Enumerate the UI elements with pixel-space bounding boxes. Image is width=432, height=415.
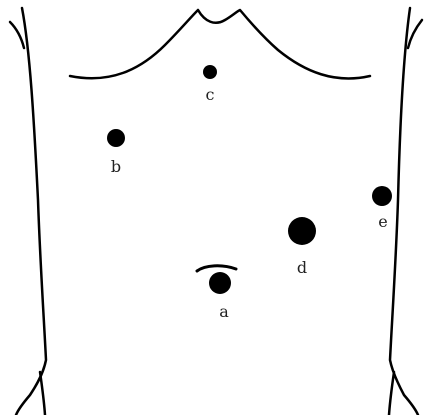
port-e-label: e: [378, 212, 387, 231]
port-d-marker: [288, 217, 316, 245]
right-shoulder-line: [408, 20, 422, 48]
left-hip-line: [40, 372, 45, 415]
right-flank-line: [390, 8, 418, 415]
port-b-label: b: [111, 157, 121, 176]
left-flank-line: [16, 8, 46, 415]
port-b-marker: [107, 129, 125, 147]
port-c-label: c: [206, 85, 215, 104]
port-d-label: d: [297, 258, 307, 277]
port-e-marker: [372, 186, 392, 206]
left-shoulder-line: [10, 22, 24, 48]
port-a-marker: [209, 272, 231, 294]
umbilicus-mark: [197, 266, 236, 271]
port-markers: [107, 65, 392, 294]
port-c-marker: [203, 65, 217, 79]
right-hip-line: [389, 372, 394, 415]
costal-margin-line: [70, 10, 370, 78]
port-a-label: a: [219, 302, 229, 321]
